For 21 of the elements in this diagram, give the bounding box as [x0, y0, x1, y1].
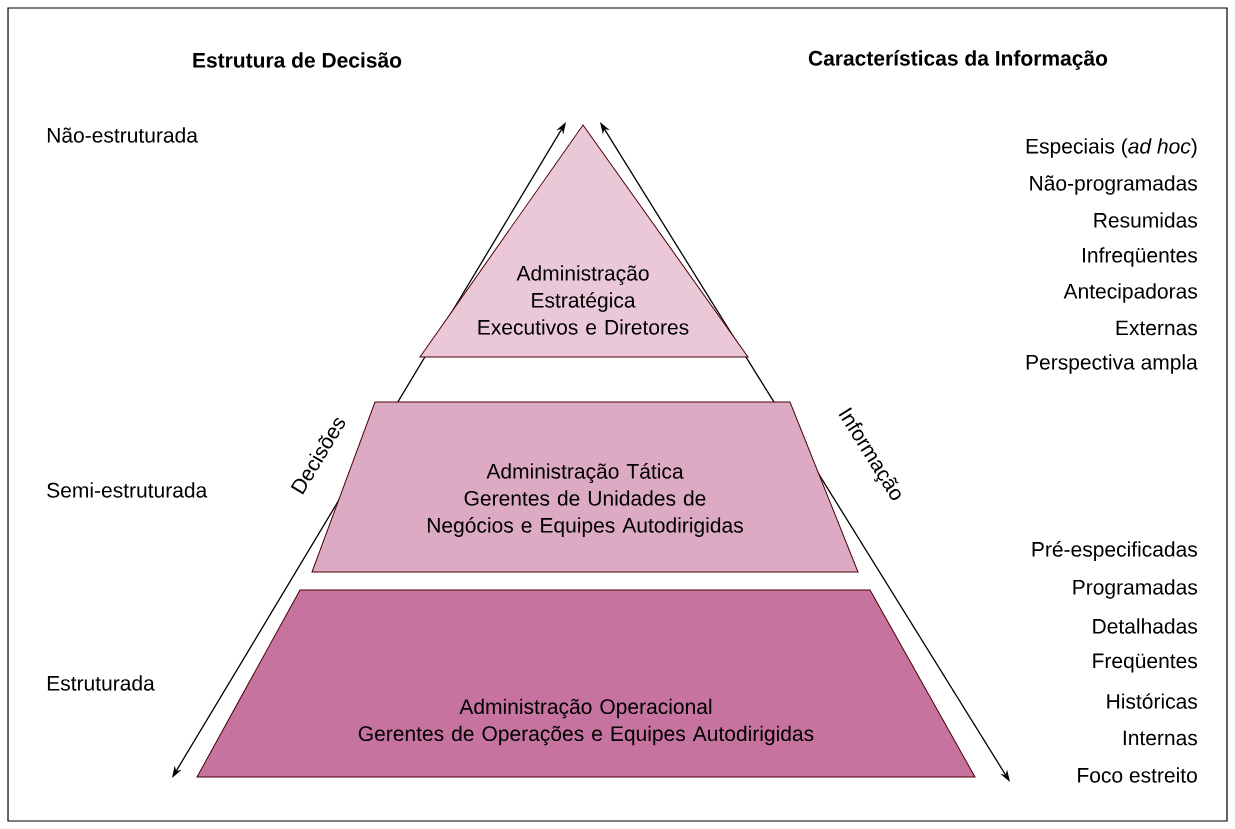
characteristic-label: Perspectiva ampla — [1026, 354, 1198, 374]
characteristic-label: Foco estreito — [1078, 767, 1197, 783]
characteristic-label: Externas — [1116, 320, 1198, 336]
characteristic-label: Resumidas — [1094, 212, 1197, 228]
characteristic-label: Internas — [1123, 730, 1198, 746]
characteristic-label: Programadas — [1073, 579, 1197, 599]
characteristic-label: Históricas — [1107, 693, 1198, 709]
characteristic-label: Freqüentes — [1093, 653, 1198, 673]
characteristic-label: Infreqüentes — [1083, 247, 1198, 267]
level-label: Estruturada — [47, 675, 155, 691]
characteristic-label: Não-programadas — [1030, 175, 1197, 195]
characteristic-label: Detalhadas — [1093, 618, 1197, 634]
level-label: Semi-estruturada — [47, 482, 208, 498]
level-label: Não-estruturada — [47, 127, 198, 143]
characteristic-label: Pré-especificadas — [1032, 541, 1197, 561]
column-heading: Estrutura de Decisão — [193, 52, 402, 68]
pyramid-level: Administração Operacional Gerentes de Operações e Equipes Autodirigidas — [196, 589, 976, 778]
characteristic-label: Antecipadoras — [1063, 283, 1197, 303]
column-heading: Características da Informação — [808, 50, 1108, 70]
pyramid-level: Administração Estratégica Executivos e Diretores — [419, 124, 749, 358]
characteristic-label: Especiais (ad hoc) — [1026, 138, 1197, 158]
